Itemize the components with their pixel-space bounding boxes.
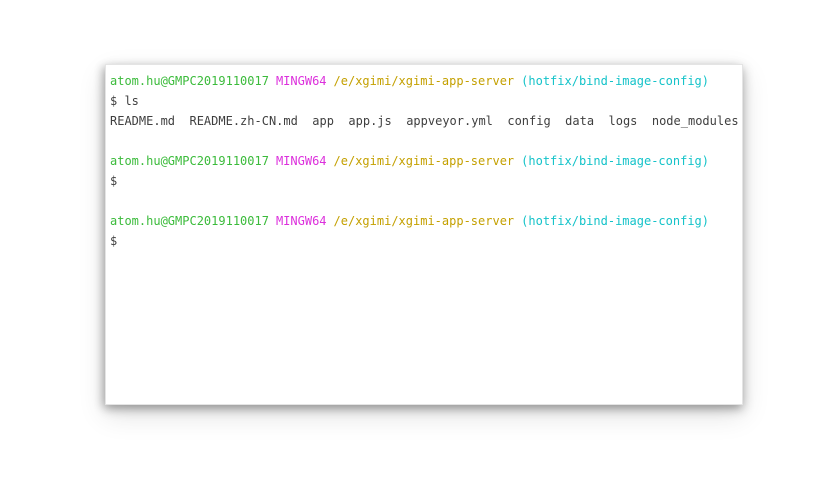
prompt-env: MINGW64 — [275, 74, 327, 88]
blank-line — [110, 191, 738, 211]
prompt-path: /e/xgimi/xgimi-app-server — [333, 154, 515, 168]
prompt-path: /e/xgimi/xgimi-app-server — [333, 214, 515, 228]
active-command-line[interactable]: $ — [110, 234, 118, 248]
prompt-git-branch: (hotfix/bind-image-config) — [521, 154, 709, 168]
prompt-env: MINGW64 — [275, 214, 327, 228]
blank-line — [110, 131, 738, 151]
prompt-path: /e/xgimi/xgimi-app-server — [333, 74, 515, 88]
prompt-line: atom.hu@GMPC2019110017 MINGW64/e/xgimi/xg… — [110, 71, 738, 91]
terminal-block: atom.hu@GMPC2019110017 MINGW64/e/xgimi/xg… — [110, 151, 738, 191]
prompt-line: atom.hu@GMPC2019110017 MINGW64/e/xgimi/xg… — [110, 151, 738, 171]
prompt-user-host: atom.hu@GMPC2019110017 — [110, 214, 269, 228]
prompt-user-host: atom.hu@GMPC2019110017 — [110, 74, 269, 88]
prompt-git-branch: (hotfix/bind-image-config) — [521, 74, 709, 88]
terminal-block: atom.hu@GMPC2019110017 MINGW64/e/xgimi/xg… — [110, 211, 738, 251]
prompt-git-branch: (hotfix/bind-image-config) — [521, 214, 709, 228]
prompt-user-host: atom.hu@GMPC2019110017 — [110, 154, 269, 168]
prompt-line: atom.hu@GMPC2019110017 MINGW64/e/xgimi/xg… — [110, 211, 738, 231]
prompt-env: MINGW64 — [275, 154, 327, 168]
terminal-block: atom.hu@GMPC2019110017 MINGW64/e/xgimi/xg… — [110, 71, 739, 131]
command-line: $ ls — [110, 94, 139, 108]
command-output: README.md README.zh-CN.md app app.js app… — [110, 114, 739, 128]
command-line: $ — [110, 174, 118, 188]
